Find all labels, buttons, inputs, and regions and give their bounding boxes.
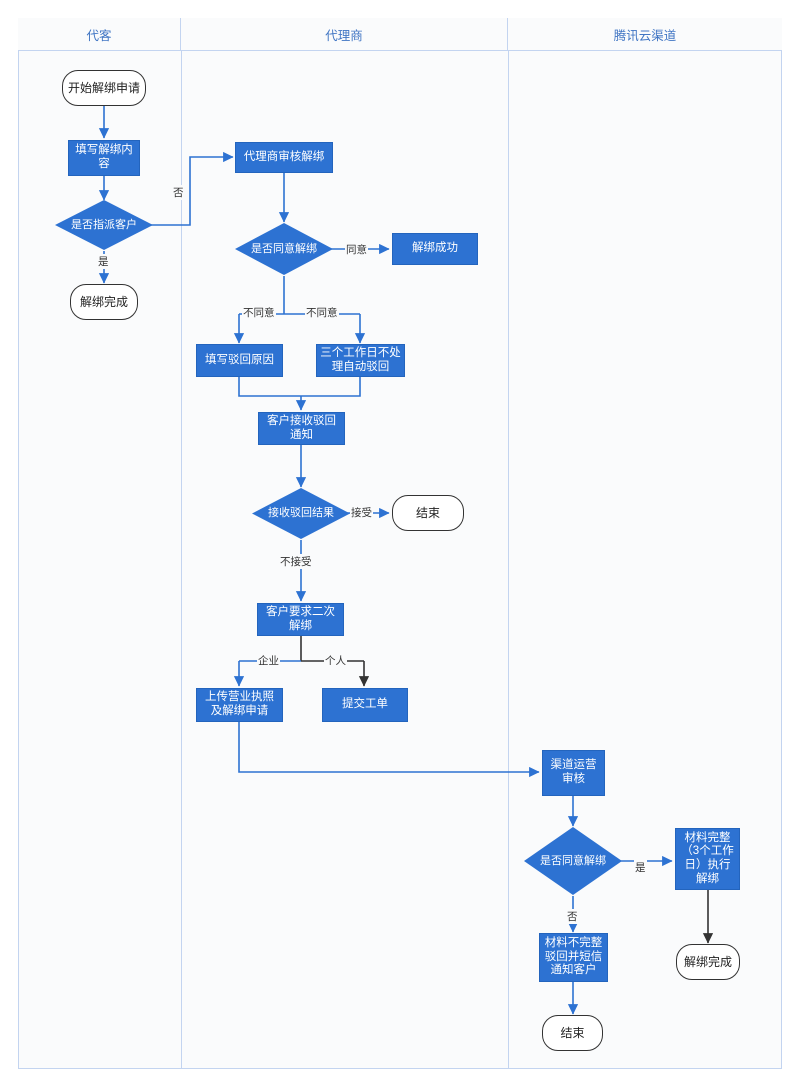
node-end-2[interactable]: 结束 bbox=[542, 1015, 603, 1051]
lane-title-tencent: 腾讯云渠道 bbox=[613, 28, 677, 43]
edge-label-no-2: 否 bbox=[566, 909, 579, 924]
lane-header-customer: 代客 bbox=[18, 18, 181, 51]
diamond-shape bbox=[235, 223, 333, 275]
node-fill-content[interactable]: 填写解绑内容 bbox=[68, 140, 140, 176]
node-label: 材料完整（3个工作日）执行解绑 bbox=[681, 831, 734, 885]
node-label: 结束 bbox=[560, 1025, 585, 1040]
edge-label-enterprise: 企业 bbox=[257, 653, 280, 668]
node-label: 客户要求二次解绑 bbox=[266, 605, 335, 632]
node-label: 填写解绑内容 bbox=[75, 144, 133, 170]
node-label: 是否同意解绑 bbox=[251, 242, 317, 255]
diamond-shape bbox=[252, 488, 350, 539]
node-label: 上传营业执照及解绑申请 bbox=[205, 691, 274, 717]
lane-title-agent: 代理商 bbox=[325, 28, 363, 43]
edge-label-not-accept: 不接受 bbox=[279, 554, 313, 569]
node-material-bad[interactable]: 材料不完整驳回并短信通知客户 bbox=[539, 933, 608, 982]
node-label: 开始解绑申请 bbox=[67, 80, 140, 95]
node-label: 材料不完整驳回并短信通知客户 bbox=[544, 937, 603, 977]
lane-divider-1 bbox=[181, 51, 182, 1069]
node-auto-reject[interactable]: 三个工作日不处理自动驳回 bbox=[316, 344, 405, 377]
node-unbind-done-2[interactable]: 解绑完成 bbox=[676, 944, 740, 980]
node-label: 提交工单 bbox=[342, 698, 388, 711]
node-reject-result[interactable]: 接收驳回结果 bbox=[251, 487, 351, 540]
edge-label-yes-1: 是 bbox=[97, 254, 110, 269]
edge-label-disagree-1: 不同意 bbox=[242, 305, 276, 320]
node-channel-review[interactable]: 渠道运营审核 bbox=[542, 750, 605, 796]
node-label: 渠道运营审核 bbox=[550, 759, 597, 785]
node-agent-review[interactable]: 代理商审核解绑 bbox=[235, 142, 333, 173]
node-start-apply[interactable]: 开始解绑申请 bbox=[62, 70, 146, 106]
node-label: 代理商审核解绑 bbox=[243, 150, 325, 163]
lane-header-agent: 代理商 bbox=[181, 18, 508, 51]
diamond-shape bbox=[55, 200, 153, 250]
node-fill-reject[interactable]: 填写驳回原因 bbox=[196, 344, 283, 377]
node-agree-unbind-2[interactable]: 是否同意解绑 bbox=[523, 826, 623, 896]
edge-label-yes-2: 是 bbox=[634, 860, 647, 875]
node-unbind-success[interactable]: 解绑成功 bbox=[392, 233, 478, 265]
node-label: 解绑完成 bbox=[79, 294, 128, 309]
node-end-1[interactable]: 结束 bbox=[392, 495, 464, 531]
edge-label-no-1: 否 bbox=[172, 185, 185, 200]
node-label: 解绑完成 bbox=[683, 954, 732, 969]
node-unbind-done-1[interactable]: 解绑完成 bbox=[70, 284, 138, 320]
node-label: 解绑成功 bbox=[412, 242, 458, 255]
node-label: 接收驳回结果 bbox=[268, 507, 334, 520]
diamond-shape bbox=[524, 827, 622, 895]
node-label: 客户接收驳回通知 bbox=[267, 414, 336, 441]
node-notify-reject[interactable]: 客户接收驳回通知 bbox=[258, 412, 345, 445]
edge-label-personal: 个人 bbox=[324, 653, 347, 668]
edge-label-accept: 接受 bbox=[350, 505, 373, 520]
node-second-unbind[interactable]: 客户要求二次解绑 bbox=[257, 603, 344, 636]
lane-title-customer: 代客 bbox=[86, 28, 112, 43]
node-material-ok[interactable]: 材料完整（3个工作日）执行解绑 bbox=[675, 828, 740, 890]
node-upload-license[interactable]: 上传营业执照及解绑申请 bbox=[196, 688, 283, 722]
node-label: 是否同意解绑 bbox=[540, 854, 606, 867]
node-label: 填写驳回原因 bbox=[205, 353, 274, 366]
lane-divider-2 bbox=[508, 51, 509, 1069]
node-submit-ticket[interactable]: 提交工单 bbox=[322, 688, 408, 722]
node-assign-customer[interactable]: 是否指派客户 bbox=[54, 199, 154, 251]
node-label: 结束 bbox=[415, 505, 440, 520]
edge-label-disagree-2: 不同意 bbox=[305, 305, 339, 320]
edge-label-agree: 同意 bbox=[345, 242, 368, 257]
node-label: 三个工作日不处理自动驳回 bbox=[320, 346, 401, 373]
lane-header-tencent: 腾讯云渠道 bbox=[508, 18, 782, 51]
node-label: 是否指派客户 bbox=[71, 218, 137, 231]
node-agree-unbind[interactable]: 是否同意解绑 bbox=[234, 222, 334, 276]
